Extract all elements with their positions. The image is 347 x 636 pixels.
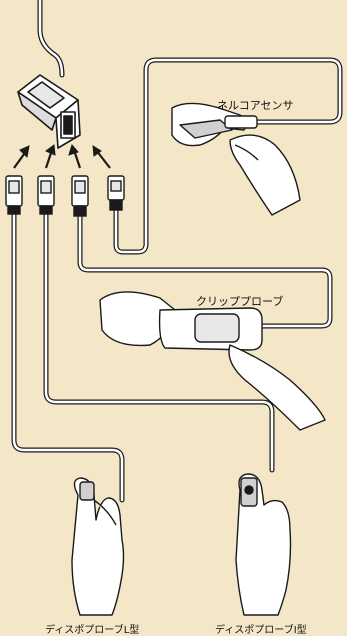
label-nellcor-sensor: ネルコアセンサ xyxy=(217,97,294,113)
cable-nellcor xyxy=(116,60,340,252)
label-clip-probe: クリッププローブ xyxy=(196,293,283,309)
arrow-icons xyxy=(14,145,110,168)
plug-disposable-i xyxy=(38,176,54,214)
disposable-l-hand xyxy=(72,478,124,615)
label-disposable-i: ディスポプローブI型 xyxy=(215,621,307,636)
plug-nellcor xyxy=(108,176,124,210)
plug-clip xyxy=(72,176,88,216)
adapter-connector xyxy=(18,75,80,148)
disposable-i-hand xyxy=(236,474,291,615)
plug-disposable-l xyxy=(6,176,22,214)
cable-top xyxy=(40,0,62,75)
label-disposable-l: ディスポプローブL型 xyxy=(45,621,139,636)
clip-probe-hand xyxy=(100,292,325,430)
cable-disposable-l xyxy=(14,215,122,500)
